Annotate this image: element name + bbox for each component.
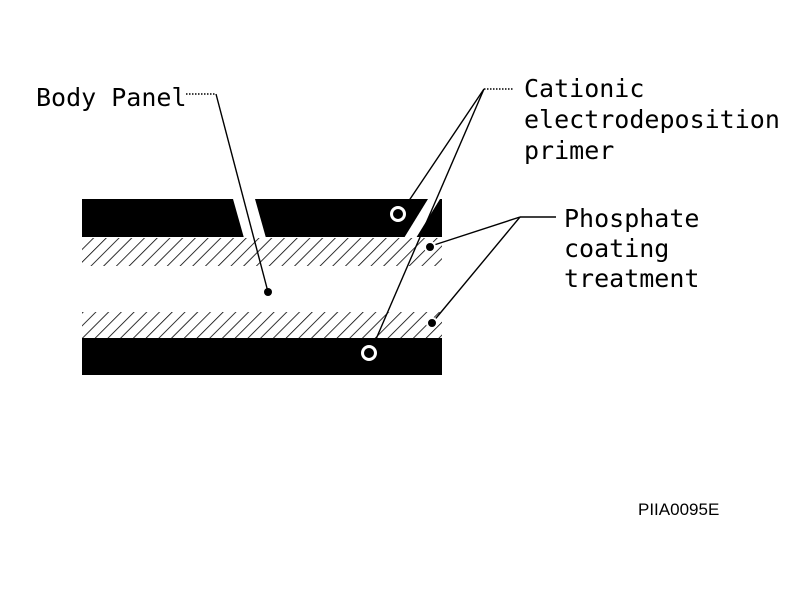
cationic-pointer-top <box>390 206 406 222</box>
phosphate-leader-top <box>430 216 521 247</box>
cationic-label-line2: electrodeposition <box>524 105 780 134</box>
body-panel-layer <box>82 266 442 312</box>
body-panel-dot <box>264 288 272 296</box>
bottom-primer-layer <box>82 338 442 375</box>
phosphate-leader-bottom <box>431 216 521 324</box>
leader-gap-a <box>233 199 266 238</box>
cationic-leader-bottom <box>369 88 485 354</box>
phosphate-dot-top <box>424 241 436 253</box>
top-phosphate-layer <box>82 238 442 266</box>
phosphate-label-line1: Phosphate <box>564 204 699 233</box>
figure-code: PIIA0095E <box>638 500 719 519</box>
body-panel-label: Body Panel <box>36 83 187 112</box>
cationic-label-line3: primer <box>524 136 614 165</box>
leader-gap-b <box>404 199 440 238</box>
phosphate-label-line2: coating <box>564 234 669 263</box>
body-panel-leader <box>215 93 269 293</box>
cationic-pointer-bottom <box>361 345 377 361</box>
bottom-phosphate-layer <box>82 312 442 338</box>
phosphate-dot-bottom <box>426 317 438 329</box>
cationic-leader-top <box>399 88 485 215</box>
phosphate-label-line3: treatment <box>564 264 699 293</box>
cationic-label-line1: Cationic <box>524 74 644 103</box>
